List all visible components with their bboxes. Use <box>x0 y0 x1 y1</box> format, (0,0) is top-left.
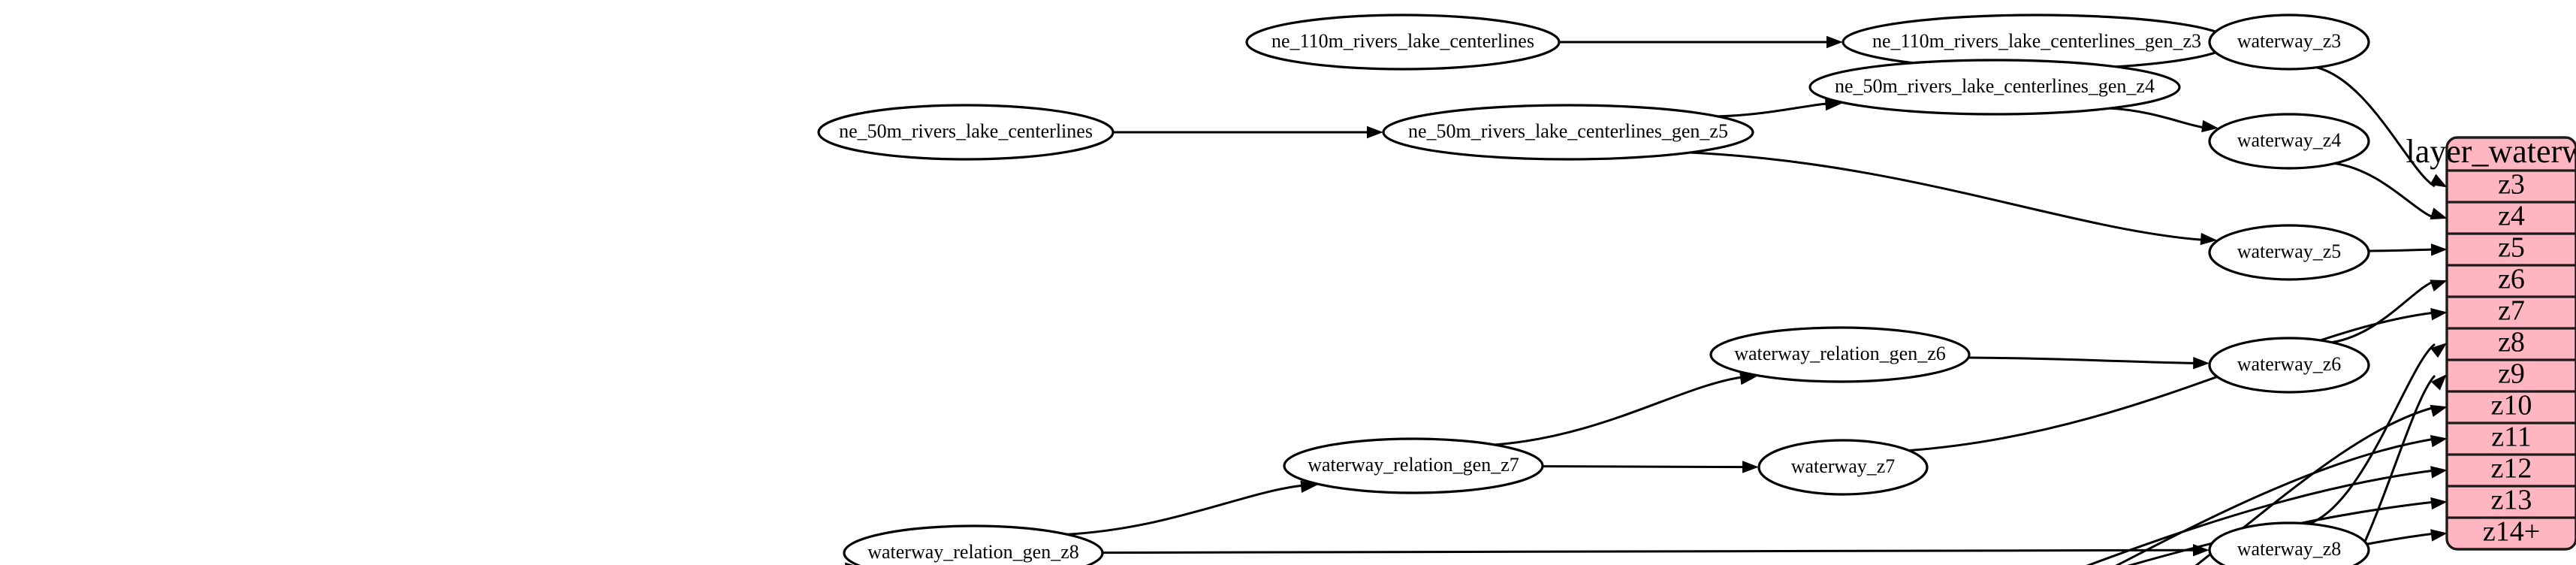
node-shape-waterway_z4 <box>2208 113 2370 170</box>
node-shape-waterway_relation_gen_z7 <box>1283 437 1544 494</box>
layer-table-cell-z13[interactable]: z13 <box>2491 485 2532 516</box>
node-label-waterway_z6: waterway_z6 <box>2237 353 2342 375</box>
node-label-waterway_z8: waterway_z8 <box>2237 538 2342 560</box>
node-waterway_z6[interactable]: waterway_z6 <box>2208 337 2370 394</box>
edge-arrowhead <box>2430 529 2448 542</box>
edge-arrowhead <box>1739 372 1757 385</box>
node-shape-ne_50m_rivers_lake_centerlines <box>817 104 1115 161</box>
edge-arrowhead <box>2193 356 2210 370</box>
node-label-waterway_z3: waterway_z3 <box>2237 30 2342 52</box>
layer-table-cell-z8[interactable]: z8 <box>2498 327 2525 358</box>
edge-ne_50m_rivers_lake_centerlines_gen_z5-to-waterway-z5 <box>1690 151 2205 242</box>
node-label-ne_110m_rivers_lake_centerlines_gen_z3: ne_110m_rivers_lake_centerlines_gen_z3 <box>1872 30 2201 52</box>
edge-arrowhead <box>2430 435 2448 448</box>
node-waterway_relation_gen_z7[interactable]: waterway_relation_gen_z7 <box>1283 437 1544 494</box>
layer-table-cell-z9[interactable]: z9 <box>2498 358 2525 390</box>
node-shape-ne_110m_rivers_lake_centerlines <box>1245 14 1561 71</box>
edge-waterway_relation_gen_z8-to-waterway-relation-gen-z7 <box>1066 484 1305 536</box>
node-label-waterway_z5: waterway_z5 <box>2237 240 2342 262</box>
layer-table-title: layer_waterway <box>2406 133 2576 170</box>
nodes-layer: imposm3osm_waterway_relationosm_waterway… <box>817 14 2370 565</box>
edge-arrowhead <box>2200 232 2218 246</box>
node-shape-waterway_relation_gen_z8 <box>843 524 1104 565</box>
edge-arrowhead <box>2430 174 2448 188</box>
edge-arrowhead <box>2430 308 2448 321</box>
node-label-waterway_relation_gen_z6: waterway_relation_gen_z6 <box>1734 343 1946 364</box>
edge-waterway_z4-to-layer-waterway-z4 <box>2334 162 2436 219</box>
edge-arrowhead <box>2430 497 2448 510</box>
node-waterway_z7[interactable]: waterway_z7 <box>1757 439 1929 496</box>
node-label-waterway_relation_gen_z8: waterway_relation_gen_z8 <box>867 541 1079 563</box>
layer-table-cell-z3[interactable]: z3 <box>2498 169 2525 201</box>
edge-arrowhead <box>2430 466 2448 479</box>
edge-arrowhead <box>2430 207 2448 220</box>
edge-arrowhead <box>2430 279 2448 292</box>
layer-table-cell-z6[interactable]: z6 <box>2498 264 2525 295</box>
node-waterway_relation_gen_z6[interactable]: waterway_relation_gen_z6 <box>1709 326 1971 383</box>
layer-table-cell-z14+[interactable]: z14+ <box>2483 516 2540 548</box>
node-label-waterway_z7: waterway_z7 <box>1791 455 1896 477</box>
edge-waterway_z8-to-layer-waterway-z8 <box>2309 343 2436 525</box>
layer-table-cell-z4[interactable]: z4 <box>2498 201 2525 232</box>
node-waterway_z3[interactable]: waterway_z3 <box>2208 14 2370 71</box>
edge-arrowhead <box>1826 35 1843 49</box>
edge-ne_50m_rivers_lake_centerlines_gen_z4-to-waterway-z4 <box>2110 107 2206 129</box>
node-shape-waterway_relation_gen_z6 <box>1709 326 1971 383</box>
node-waterway_z8[interactable]: waterway_z8 <box>2208 521 2370 565</box>
edge-waterway_z9-to-layer-waterway-z9 <box>2352 374 2436 565</box>
edge-waterway_z12-to-layer-waterway-z12 <box>2086 469 2436 565</box>
node-label-waterway_relation_gen_z7: waterway_relation_gen_z7 <box>1308 454 1519 476</box>
node-shape-ne_50m_rivers_lake_centerlines_gen_z4 <box>1808 59 2181 116</box>
layer-table-cell-z7[interactable]: z7 <box>2498 295 2525 327</box>
edge-waterway_z10-to-layer-waterway-z10 <box>2194 406 2436 565</box>
edge-arrowhead <box>2430 373 2447 391</box>
edge-arrowhead <box>845 562 854 565</box>
layer-table-cell-z10[interactable]: z10 <box>2491 390 2532 421</box>
node-ne_50m_rivers_lake_centerlines_gen_z5[interactable]: ne_50m_rivers_lake_centerlines_gen_z5 <box>1382 104 1754 161</box>
node-shape-waterway_z3 <box>2208 14 2370 71</box>
edge-arrowhead <box>1367 125 1383 139</box>
edge-waterway_z13-to-layer-waterway-z13 <box>2127 500 2436 565</box>
edge-arrowhead <box>2430 243 2448 256</box>
edge-ne_50m_rivers_lake_centerlines_gen_z5-to-ne-50m-rivers-lake-centerlines-gen-z4 <box>1718 102 1829 118</box>
node-waterway_z5[interactable]: waterway_z5 <box>2208 224 2370 281</box>
node-ne_50m_rivers_lake_centerlines[interactable]: ne_50m_rivers_lake_centerlines <box>817 104 1115 161</box>
node-ne_110m_rivers_lake_centerlines_gen_z3[interactable]: ne_110m_rivers_lake_centerlines_gen_z3 <box>1842 14 2232 71</box>
node-label-ne_50m_rivers_lake_centerlines: ne_50m_rivers_lake_centerlines <box>839 120 1093 142</box>
node-label-ne_110m_rivers_lake_centerlines: ne_110m_rivers_lake_centerlines <box>1271 30 1534 52</box>
edge-waterway_relation_gen_z6-to-waterway-z6 <box>1968 356 2197 364</box>
node-label-ne_50m_rivers_lake_centerlines_gen_z5: ne_50m_rivers_lake_centerlines_gen_z5 <box>1408 120 1728 142</box>
edge-arrowhead <box>1300 480 1317 493</box>
node-label-waterway_z4: waterway_z4 <box>2237 129 2342 151</box>
edge-arrowhead <box>2430 343 2448 358</box>
node-shape-waterway_z5 <box>2208 224 2370 281</box>
edge-arrowhead <box>2201 119 2219 133</box>
node-waterway_z4[interactable]: waterway_z4 <box>2208 113 2370 170</box>
node-label-ne_50m_rivers_lake_centerlines_gen_z4: ne_50m_rivers_lake_centerlines_gen_z4 <box>1835 75 2155 97</box>
layer-table-cell-z12[interactable]: z12 <box>2491 453 2532 485</box>
node-ne_110m_rivers_lake_centerlines[interactable]: ne_110m_rivers_lake_centerlines <box>1245 14 1561 71</box>
edge-waterway_z3-to-layer-waterway-z3 <box>2316 66 2436 188</box>
node-shape-ne_50m_rivers_lake_centerlines_gen_z5 <box>1382 104 1754 161</box>
edges-layer <box>845 35 2448 565</box>
edge-waterway_z11-to-layer-waterway-z11 <box>2115 437 2436 565</box>
edge-arrowhead <box>1742 461 1759 473</box>
node-shape-waterway_z6 <box>2208 337 2370 394</box>
node-shape-waterway_z7 <box>1757 439 1929 496</box>
edge-waterway_z7-to-layer-waterway-z7 <box>1908 311 2436 452</box>
edge-waterway_relation_gen_z7-to-waterway-relation-gen-z6 <box>1494 376 1745 446</box>
node-waterway_relation_gen_z8[interactable]: waterway_relation_gen_z8 <box>843 524 1104 565</box>
edge-waterway_z6-to-layer-waterway-z6 <box>2331 279 2436 344</box>
edge-arrowhead <box>2430 404 2448 417</box>
edge-waterway_z5-to-layer-waterway-z5 <box>2368 248 2436 252</box>
node-ne_50m_rivers_lake_centerlines_gen_z4[interactable]: ne_50m_rivers_lake_centerlines_gen_z4 <box>1808 59 2181 116</box>
layer-waterway-table: layer_waterwayz3z4z5z6z7z8z9z10z11z12z13… <box>2406 133 2576 551</box>
layer-table-cell-z11[interactable]: z11 <box>2491 421 2531 453</box>
layer-table-outline <box>2445 136 2576 551</box>
node-shape-waterway_z8 <box>2208 521 2370 565</box>
layer-table-cell-z5[interactable]: z5 <box>2498 232 2525 264</box>
edge-waterway_relation_gen_z8-to-waterway-z8 <box>1102 548 2197 554</box>
